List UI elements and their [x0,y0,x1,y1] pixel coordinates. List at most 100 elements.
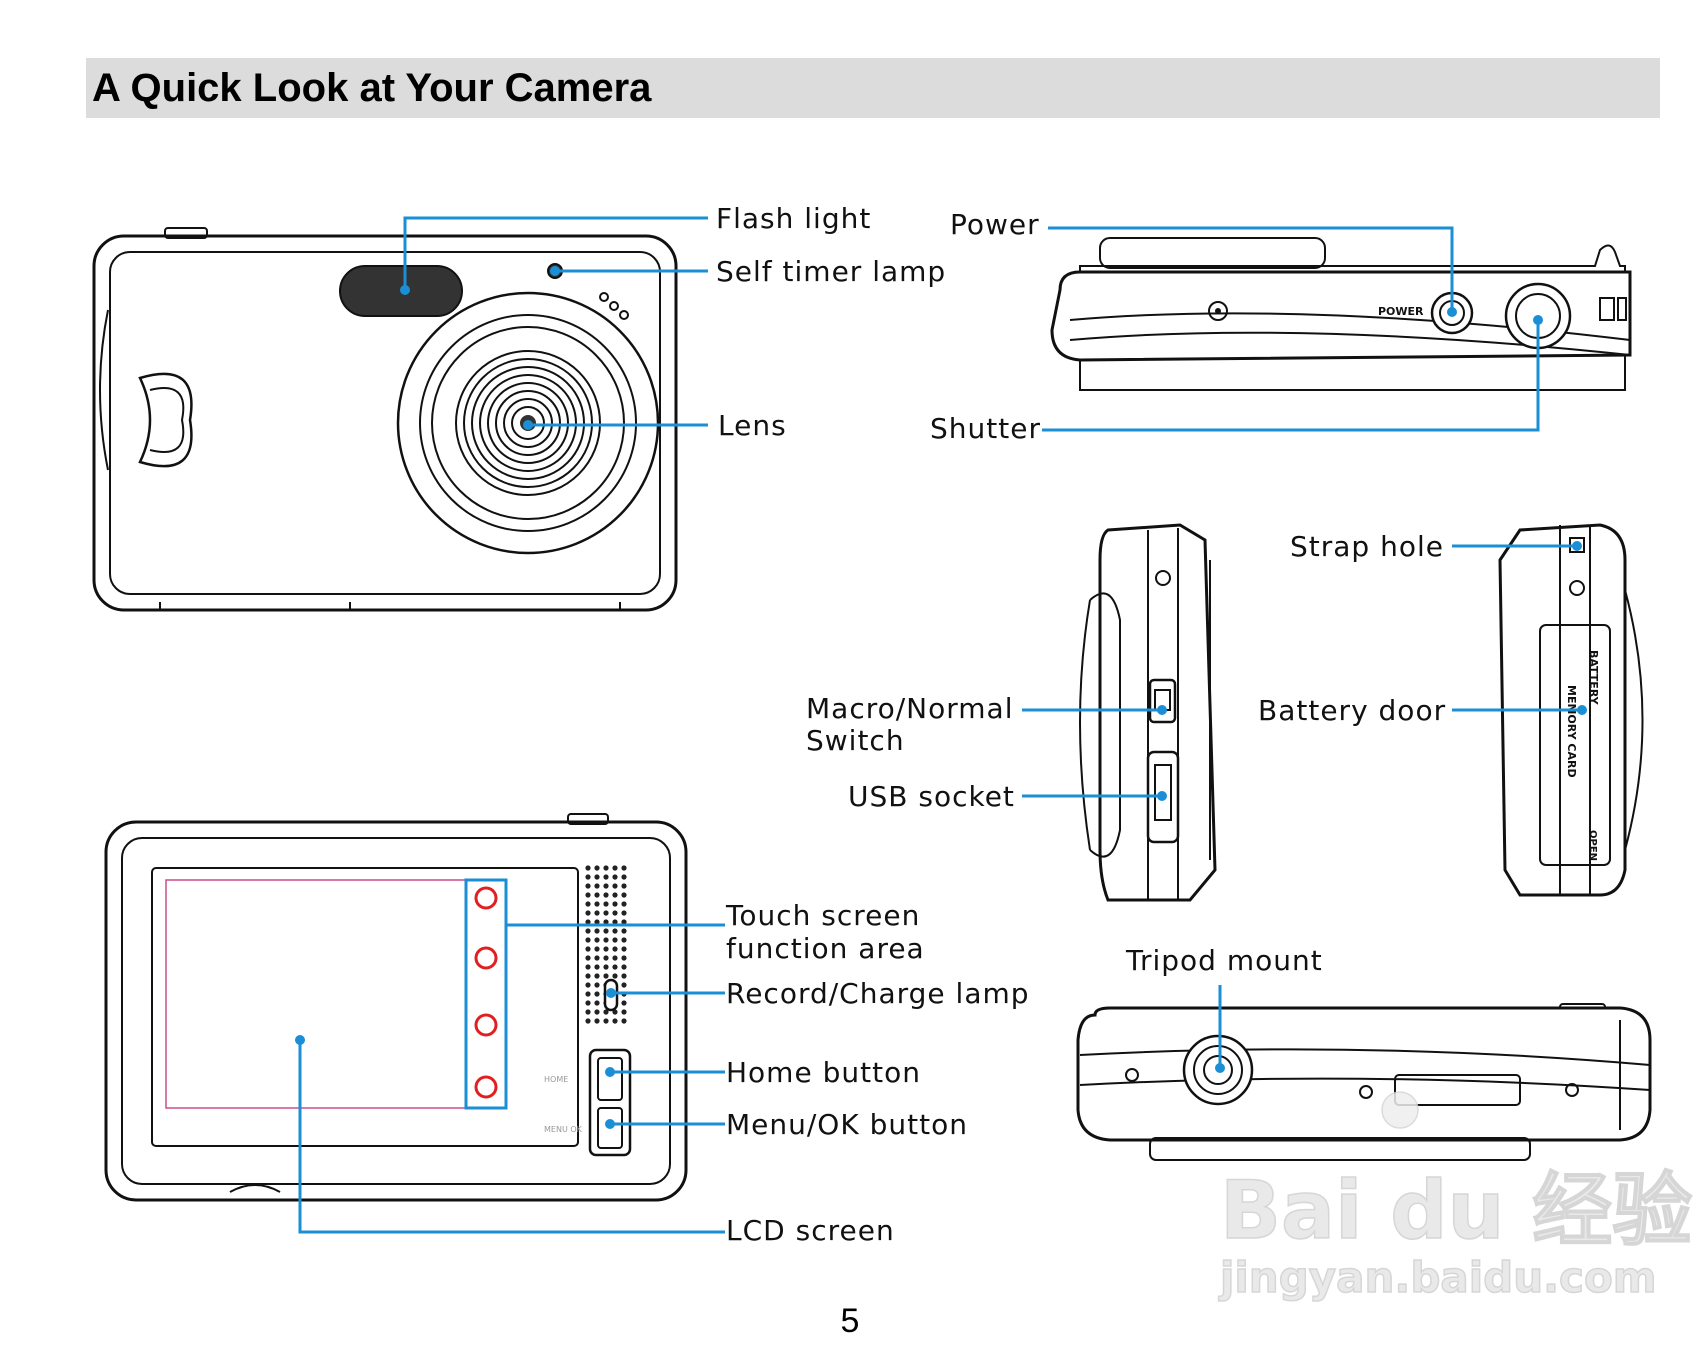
speaker-dot [621,982,627,988]
speaker-dot [621,1018,627,1024]
speaker-dot [585,1018,591,1024]
speaker-dot [621,901,627,907]
home-menu-button-frame [588,1048,632,1157]
label-function-area: function area [726,932,925,965]
battery-door-shape [1539,624,1611,866]
open-mark: OPEN [1587,830,1598,861]
speaker-dot [621,883,627,889]
label-lens: Lens [718,409,787,442]
speaker-dot [594,910,600,916]
speaker-dot [594,991,600,997]
speaker-dot [621,910,627,916]
speaker-dot [585,901,591,907]
watermark-brand: Bai du 经验 [1220,1164,1692,1257]
speaker-dot [585,928,591,934]
speaker-dot [621,919,627,925]
touch-marker-2 [474,946,498,970]
speaker-dot [621,955,627,961]
speaker-dot [585,1009,591,1015]
speaker-dot [585,991,591,997]
speaker-dot [594,892,600,898]
baidu-watermark: Bai du 经验 jingyan.baidu.com [1217,1091,1693,1303]
touch-marker-1 [474,886,498,910]
speaker-dot [612,964,618,970]
speaker-dot [612,919,618,925]
speaker-dot [585,964,591,970]
speaker-dot [594,964,600,970]
speaker-dot [603,919,609,925]
battery-mark: BATTERY [1587,650,1600,706]
speaker-dot [594,865,600,871]
speaker-dot [621,865,627,871]
home-mark: HOME [544,1075,568,1084]
speaker-dot [603,973,609,979]
speaker-dot [594,883,600,889]
speaker-dot [594,946,600,952]
speaker-dot [603,955,609,961]
memory-card-mark: MEMORY CARD [1565,685,1578,778]
speaker-dot [603,1018,609,1024]
speaker-dot [603,937,609,943]
label-strap-hole: Strap hole [1290,530,1444,563]
camera-front-view [92,227,678,612]
speaker-dot [612,883,618,889]
speaker-dot [594,919,600,925]
speaker-dot [612,946,618,952]
paw-icon [1381,1091,1419,1129]
menu-ok-mark: MENU OK [544,1125,583,1134]
label-flash-light: Flash light [716,202,871,235]
speaker-dot [594,955,600,961]
speaker-dot [594,901,600,907]
leader-flash-light [403,216,708,290]
leader-lcd-screen [298,1040,725,1234]
label-lcd-screen: LCD screen [726,1214,895,1247]
speaker-dot [594,1018,600,1024]
touch-function-area [464,878,508,1110]
watermark-url: jingyan.baidu.com [1218,1253,1657,1302]
speaker-dot [585,874,591,880]
power-mark: POWER [1378,305,1424,318]
speaker-dot [594,973,600,979]
speaker-dot [603,865,609,871]
speaker-dot [612,955,618,961]
speaker-dot [585,892,591,898]
speaker-dot [603,883,609,889]
speaker-dot [585,883,591,889]
speaker-dot [603,946,609,952]
speaker-dot [594,874,600,880]
touch-marker-3 [474,1013,498,1037]
speaker-dot [585,973,591,979]
speaker-dot [621,1009,627,1015]
speaker-dot [612,865,618,871]
label-battery-door: Battery door [1258,694,1446,727]
speaker-dot [621,946,627,952]
label-macro-normal-switch: Switch [806,724,905,757]
speaker-dot [621,973,627,979]
speaker-dot [585,919,591,925]
speaker-dot [594,1000,600,1006]
camera-bottom-view [1076,1003,1652,1161]
label-shutter: Shutter [930,412,1041,445]
speaker-dot [603,928,609,934]
speaker-dot [594,928,600,934]
touch-marker-4 [474,1075,498,1099]
label-menu-ok-button: Menu/OK button [726,1108,968,1141]
home-button-shape [597,1057,623,1101]
speaker-dot [621,964,627,970]
speaker-dot [585,910,591,916]
speaker-dot [621,937,627,943]
speaker-dot [612,1018,618,1024]
label-self-timer-lamp: Self timer lamp [716,255,946,288]
label-home-button: Home button [726,1056,921,1089]
leader-power [1048,226,1454,312]
speaker-dot [612,928,618,934]
camera-back-view: HOME MENU OK [104,813,688,1202]
speaker-dot [585,982,591,988]
speaker-dot [621,892,627,898]
speaker-dot [612,910,618,916]
speaker-dot [612,874,618,880]
speaker-dot [603,892,609,898]
speaker-dot [612,973,618,979]
label-touch-screen: Touch screen [725,899,920,932]
